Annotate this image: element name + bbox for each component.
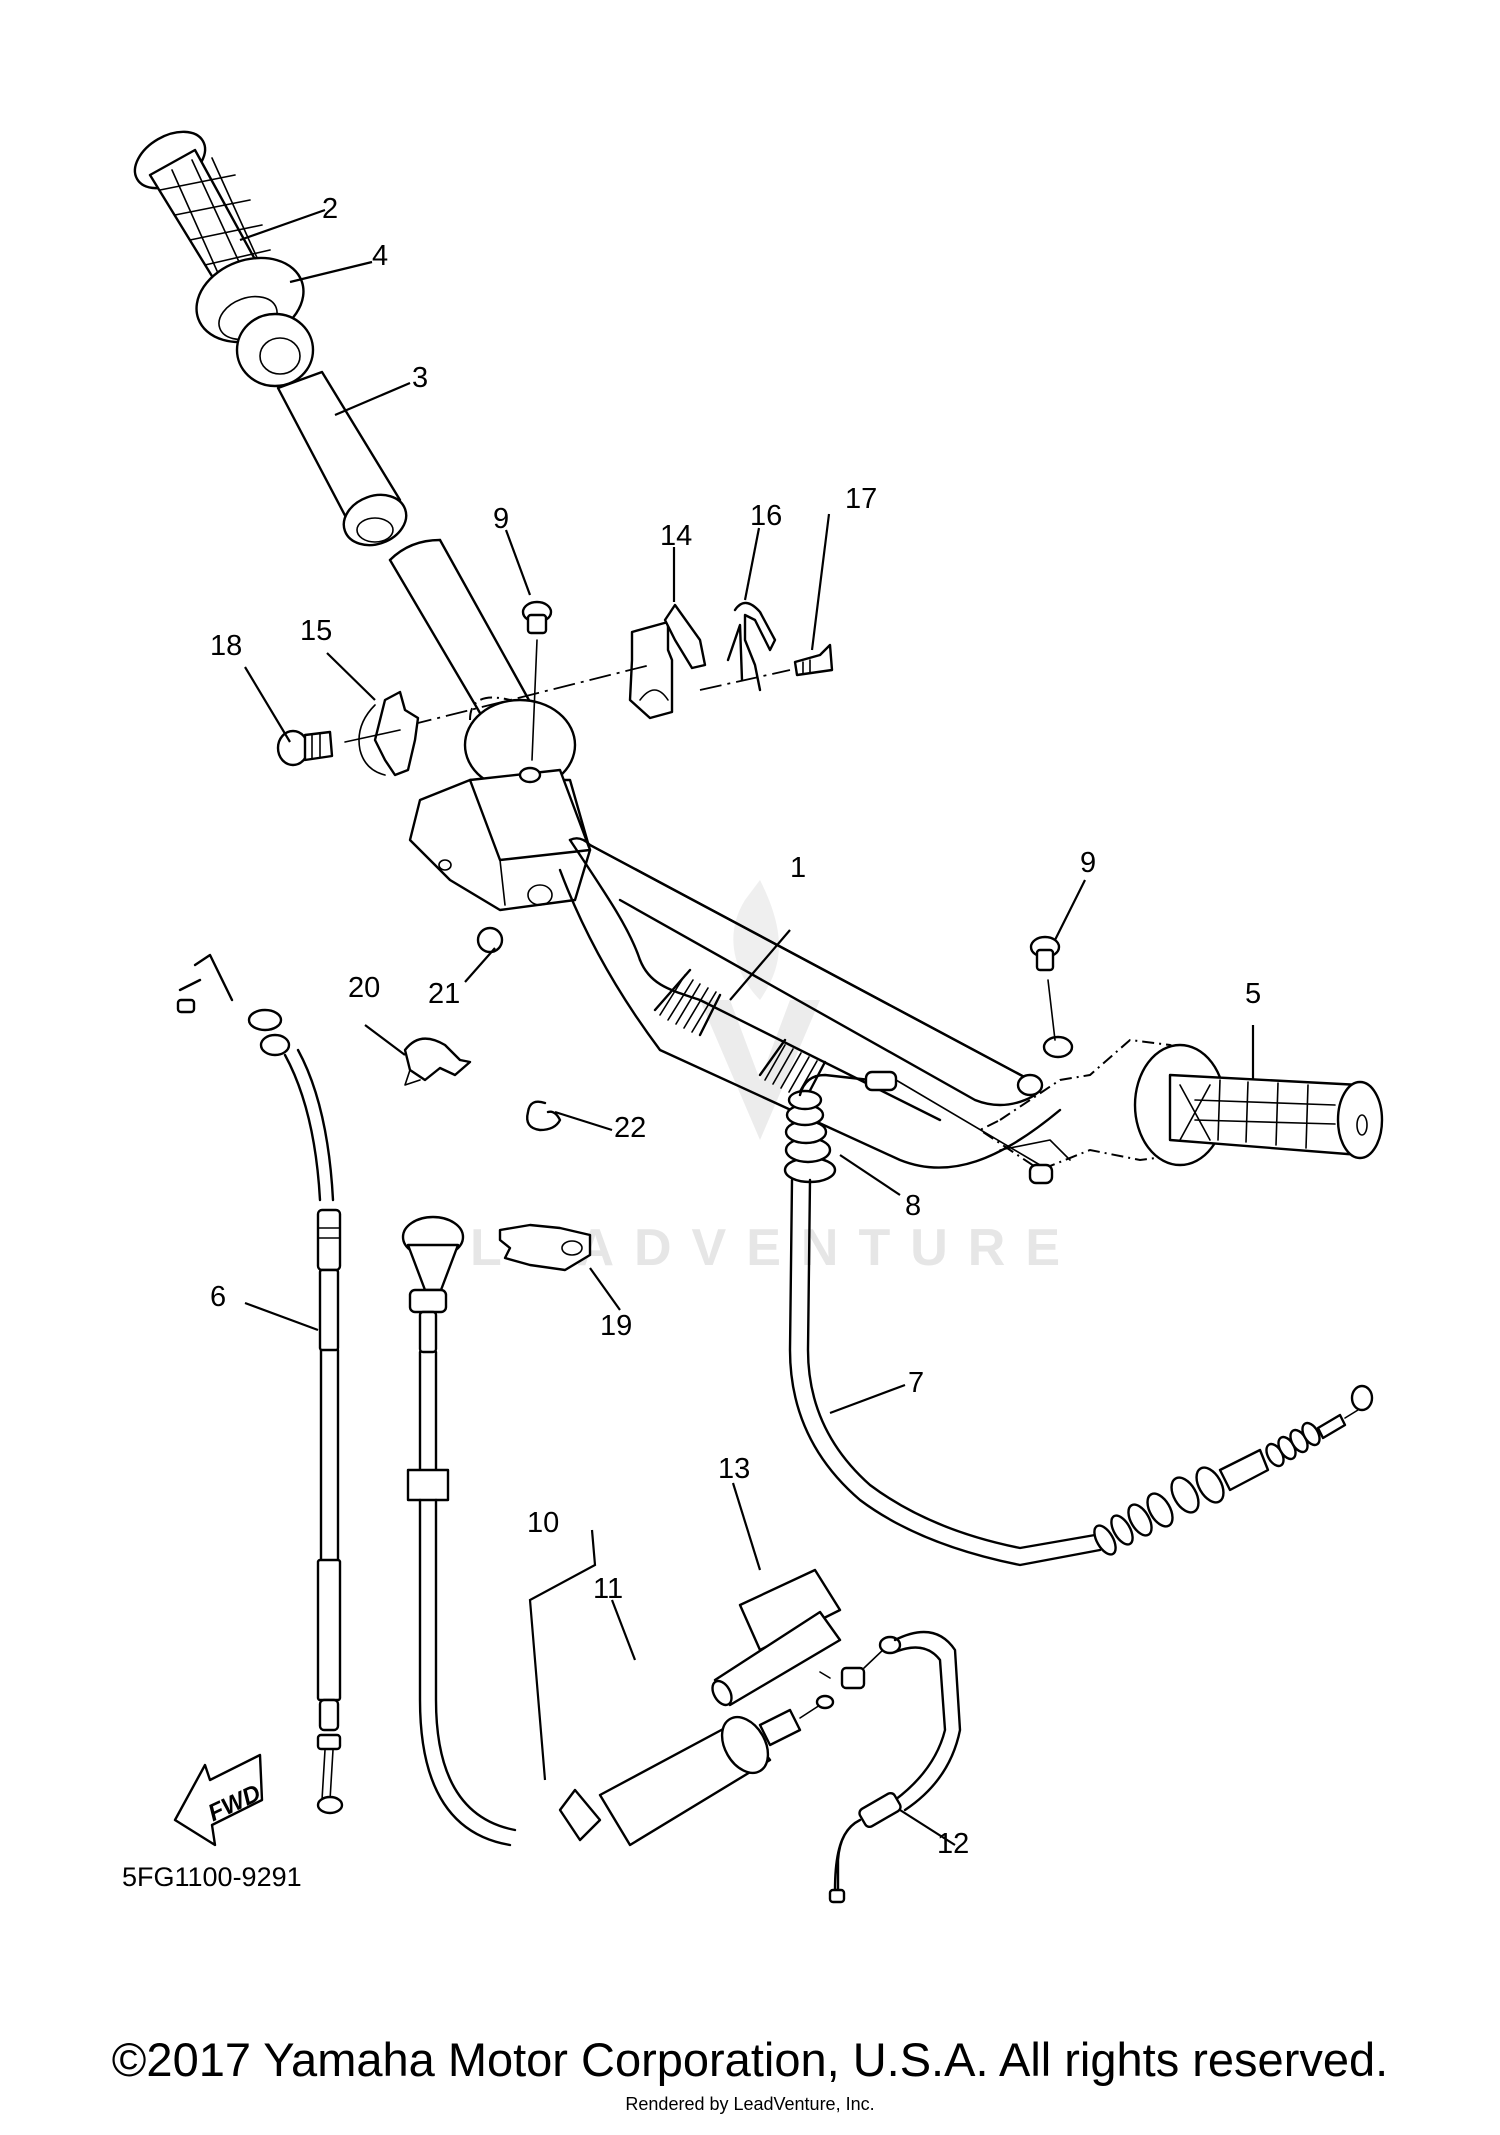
part-7-clutch-cable[interactable] xyxy=(788,1178,1374,1567)
part-21-cap[interactable] xyxy=(476,926,504,954)
part-20-clip[interactable] xyxy=(403,1037,472,1086)
callout-6[interactable]: 6 xyxy=(210,1281,226,1313)
part-14-clamp[interactable] xyxy=(628,603,707,720)
leader-lines xyxy=(239,208,1255,1846)
handlebar-left-tube xyxy=(388,538,542,732)
part-13-holder[interactable] xyxy=(709,1568,842,1708)
assembly-line-upper xyxy=(409,664,791,726)
callout-21[interactable]: 21 xyxy=(428,978,460,1010)
part-15-clamp-half[interactable] xyxy=(358,690,420,777)
part-2-left-grip[interactable] xyxy=(125,120,315,356)
callout-5[interactable]: 5 xyxy=(1245,978,1261,1010)
callout-14[interactable]: 14 xyxy=(660,520,692,552)
callout-19[interactable]: 19 xyxy=(600,1310,632,1342)
callouts: 2 4 3 9 14 16 17 18 15 1 9 5 20 21 22 8 … xyxy=(210,193,1261,1860)
callout-1[interactable]: 1 xyxy=(790,852,806,884)
throttle-housing[interactable] xyxy=(408,696,592,912)
callout-17[interactable]: 17 xyxy=(845,483,877,515)
callout-18[interactable]: 18 xyxy=(210,630,242,662)
part-19-bracket[interactable] xyxy=(498,1223,592,1272)
callout-10[interactable]: 10 xyxy=(527,1507,559,1539)
callout-9-left[interactable]: 9 xyxy=(493,503,509,535)
part-3-throttle-sleeve[interactable] xyxy=(276,370,413,553)
callout-8[interactable]: 8 xyxy=(905,1190,921,1222)
callout-9-right[interactable]: 9 xyxy=(1080,847,1096,879)
clutch-lever-housing[interactable] xyxy=(978,1035,1202,1185)
callout-20[interactable]: 20 xyxy=(348,972,380,1004)
part-11-starter-plunger[interactable] xyxy=(558,1694,835,1847)
callout-15[interactable]: 15 xyxy=(300,615,332,647)
part-16-spring[interactable] xyxy=(726,601,777,692)
callout-2[interactable]: 2 xyxy=(322,193,338,225)
part-6-throttle-cable[interactable] xyxy=(176,953,344,1815)
callout-22[interactable]: 22 xyxy=(614,1112,646,1144)
part-8-cable-boot[interactable] xyxy=(783,1070,1041,1184)
rendered-by-notice: Rendered by LeadVenture, Inc. xyxy=(625,2094,875,2114)
part-22-e-clip[interactable] xyxy=(526,1100,562,1132)
callout-11[interactable]: 11 xyxy=(593,1573,623,1605)
part-12-carb-cable[interactable] xyxy=(828,1630,962,1904)
callout-4[interactable]: 4 xyxy=(372,240,388,272)
copyright-notice: ©2017 Yamaha Motor Corporation, U.S.A. A… xyxy=(111,2033,1389,2086)
part-10-starter-cable[interactable] xyxy=(401,1215,517,1847)
part-18-screw[interactable] xyxy=(276,729,401,767)
watermark: LEADVENTURE xyxy=(470,880,1060,1277)
part-9-bolt-right[interactable] xyxy=(1029,935,1061,1041)
part-17-screw[interactable] xyxy=(793,643,834,677)
callout-7[interactable]: 7 xyxy=(908,1367,924,1399)
part-4-collar[interactable] xyxy=(235,312,315,388)
callout-13[interactable]: 13 xyxy=(718,1453,750,1485)
callout-12[interactable]: 12 xyxy=(937,1828,969,1860)
fwd-arrow-icon: FWD xyxy=(173,1753,265,1847)
part-9-bolt-left[interactable] xyxy=(521,600,553,761)
callout-16[interactable]: 16 xyxy=(750,500,782,532)
part-5-right-grip[interactable] xyxy=(1133,1043,1384,1167)
callout-3[interactable]: 3 xyxy=(412,362,428,394)
diagram-code: 5FG1100-9291 xyxy=(122,1862,302,1892)
